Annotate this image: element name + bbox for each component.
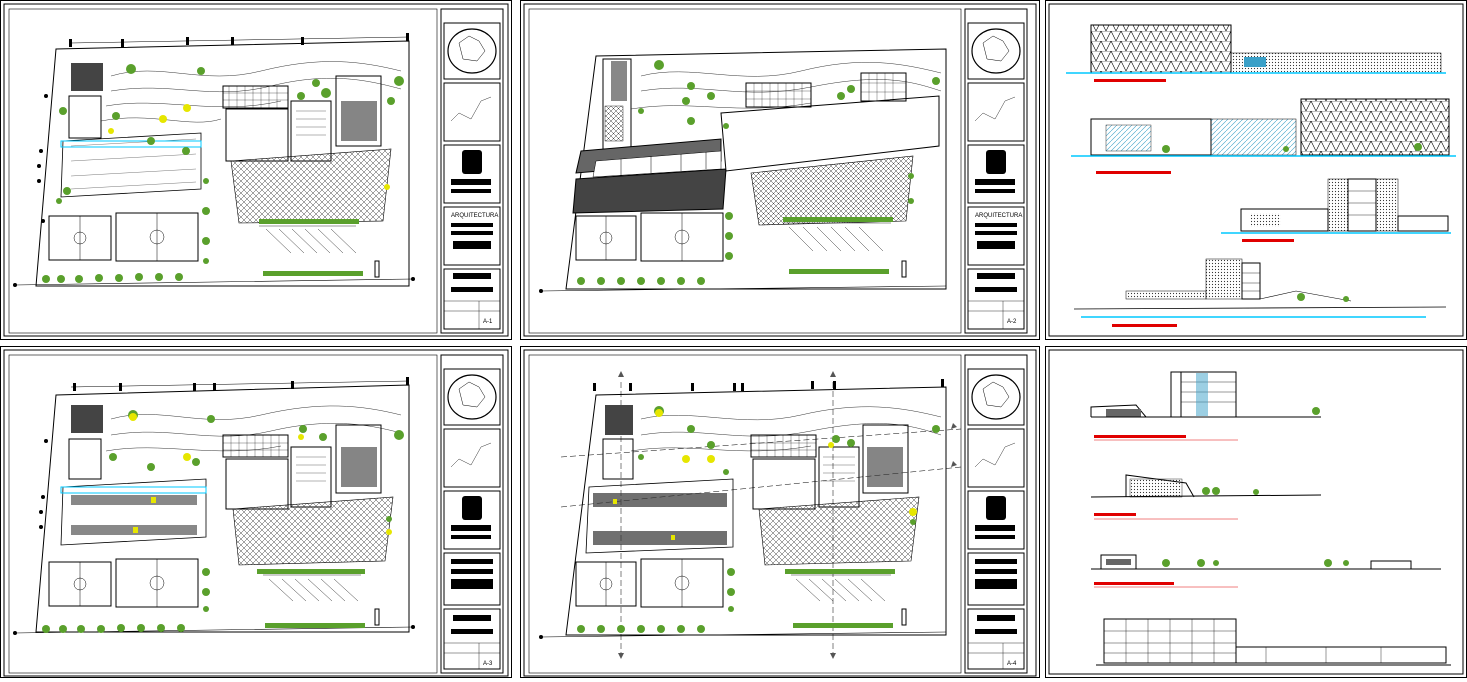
site-plan-drawing: ARQUITECTURA A-1 (3, 3, 509, 337)
title-block: A-3 (440, 354, 504, 674)
section-1 (1090, 371, 1321, 441)
section-3 (1091, 554, 1441, 588)
sheet-number: A-3 (483, 661, 493, 667)
section-marker-a (618, 371, 624, 377)
sheet-a3: A-3 (0, 346, 512, 678)
roof-plan-drawing: ARQUITECTURA A-2 (523, 3, 1037, 337)
title-block: ARQUITECTURA A-1 (440, 8, 504, 334)
elevations-drawing (1048, 3, 1464, 337)
sections-drawing (1048, 349, 1464, 675)
title-block-label: ARQUITECTURA (451, 213, 498, 219)
sheet-number: A-2 (1007, 319, 1017, 325)
section-4 (1096, 618, 1451, 666)
section-marker-c (951, 423, 957, 429)
sheet-elevations (1045, 0, 1467, 340)
section-marker-d (951, 461, 957, 467)
building-block (71, 63, 103, 91)
floor-plan-sections-drawing: A-4 (523, 349, 1037, 677)
title-block: A-4 (964, 354, 1028, 674)
title-block-label: ARQUITECTURA (975, 213, 1022, 219)
elevation-1 (1066, 24, 1446, 82)
sheet-a2: ARQUITECTURA A-2 (520, 0, 1040, 340)
elevation-2 (1071, 98, 1456, 174)
title-block: ARQUITECTURA A-2 (964, 8, 1028, 334)
section-marker-b (830, 371, 836, 377)
sheet-number: A-4 (1007, 661, 1017, 667)
plaza-hatch (230, 148, 392, 224)
sheet-sections (1045, 346, 1467, 678)
sheet-a1: ARQUITECTURA A-1 (0, 0, 512, 340)
elevation-3 (1221, 178, 1451, 242)
section-2 (1090, 474, 1322, 520)
site-boundary (35, 40, 410, 287)
floor-plan-drawing: A-3 (3, 349, 509, 677)
sheet-number: A-1 (483, 319, 493, 325)
elevation-4 (1073, 258, 1447, 327)
sheet-a4: A-4 (520, 346, 1040, 678)
